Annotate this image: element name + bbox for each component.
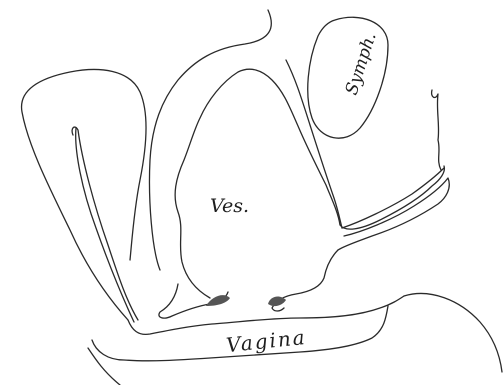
outer-contour (149, 10, 271, 270)
shaded-lip-left (206, 295, 230, 306)
urethra-upper (342, 168, 444, 228)
bottom-left-contour (88, 348, 120, 385)
urethra-lower (338, 178, 449, 250)
label-symphysis: Symph. (342, 30, 381, 98)
left-fold-outline (22, 69, 147, 320)
label-vesica: Ves. (210, 195, 249, 217)
bladder-outline (175, 69, 444, 298)
right-wavy-contour (432, 90, 441, 170)
bottom-right-contour (404, 294, 502, 372)
